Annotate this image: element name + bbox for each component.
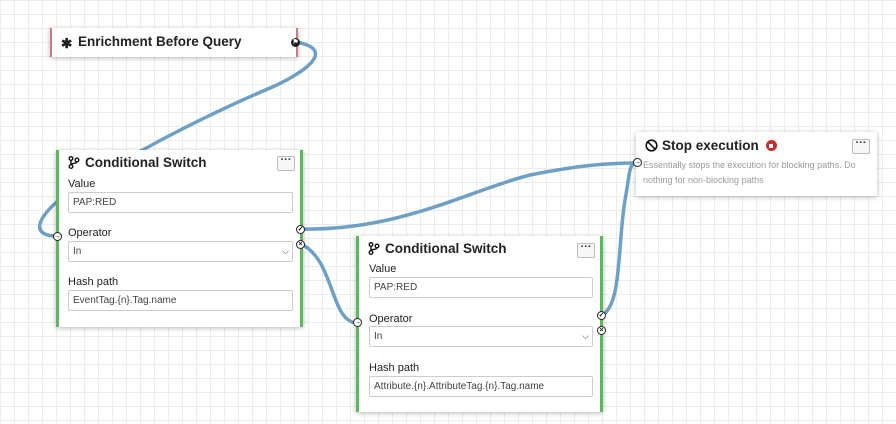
switch-b-true-port[interactable]: ✓ bbox=[597, 311, 606, 320]
node-title: Stop execution bbox=[645, 138, 777, 155]
node-title: Conditional Switch bbox=[368, 241, 507, 258]
ban-icon bbox=[645, 139, 659, 155]
value-input[interactable]: PAP:RED bbox=[68, 192, 293, 213]
node-title: Conditional Switch bbox=[68, 155, 207, 172]
asterisk-icon: ✱ bbox=[61, 36, 73, 51]
enrichment-output-port[interactable]: ⚑ bbox=[291, 38, 300, 47]
wire-switch-a-false-to-switch-b bbox=[299, 242, 359, 325]
stop-input-port[interactable]: → bbox=[633, 158, 642, 167]
chevron-down-icon: ⌵ bbox=[582, 331, 589, 341]
chevron-down-icon: ⌵ bbox=[282, 246, 289, 256]
branch-icon bbox=[68, 156, 82, 172]
conditional-switch-node[interactable]: Conditional Switch ··· Value PAP:RED Ope… bbox=[56, 150, 303, 327]
branch-icon bbox=[368, 242, 382, 258]
enrichment-node[interactable]: ✱Enrichment Before Query bbox=[50, 28, 298, 57]
switch-a-input-port[interactable]: → bbox=[53, 232, 62, 241]
more-options-button[interactable]: ··· bbox=[577, 242, 595, 258]
hash-path-label: Hash path bbox=[68, 276, 119, 288]
operator-label: Operator bbox=[369, 313, 413, 325]
operator-value: In bbox=[374, 331, 383, 342]
hash-path-label: Hash path bbox=[369, 362, 420, 374]
value-label: Value bbox=[68, 178, 96, 190]
wire-switch-a-true-to-stop bbox=[299, 161, 639, 231]
wire-switch-b-true-to-stop bbox=[599, 161, 639, 318]
hash-path-input[interactable]: EventTag.{n}.Tag.name bbox=[68, 290, 293, 311]
more-options-button[interactable]: ··· bbox=[852, 138, 870, 154]
switch-a-true-port[interactable]: ✓ bbox=[296, 225, 305, 234]
stop-execution-node[interactable]: Stop execution ··· Essentially stops the… bbox=[636, 132, 877, 196]
operator-label: Operator bbox=[68, 227, 112, 239]
value-label: Value bbox=[369, 263, 397, 275]
switch-b-false-port[interactable]: × bbox=[597, 326, 606, 335]
stop-icon bbox=[765, 140, 777, 151]
node-description: Essentially stops the execution for bloc… bbox=[643, 160, 856, 185]
enrichment-node-title: ✱Enrichment Before Query bbox=[61, 34, 242, 51]
switch-a-false-port[interactable]: × bbox=[296, 240, 305, 249]
value-input[interactable]: PAP:RED bbox=[369, 277, 593, 298]
more-options-button[interactable]: ··· bbox=[277, 155, 295, 171]
hash-path-input[interactable]: Attribute.{n}.AttributeTag.{n}.Tag.name bbox=[369, 376, 593, 397]
operator-value: In bbox=[73, 246, 82, 257]
operator-select[interactable]: In ⌵ bbox=[68, 241, 293, 262]
operator-select[interactable]: In ⌵ bbox=[369, 326, 593, 347]
switch-b-input-port[interactable]: → bbox=[353, 318, 362, 327]
wire-enrichment-to-switch-a bbox=[37, 40, 318, 238]
conditional-switch-node[interactable]: Conditional Switch ··· Value PAP:RED Ope… bbox=[356, 236, 603, 412]
